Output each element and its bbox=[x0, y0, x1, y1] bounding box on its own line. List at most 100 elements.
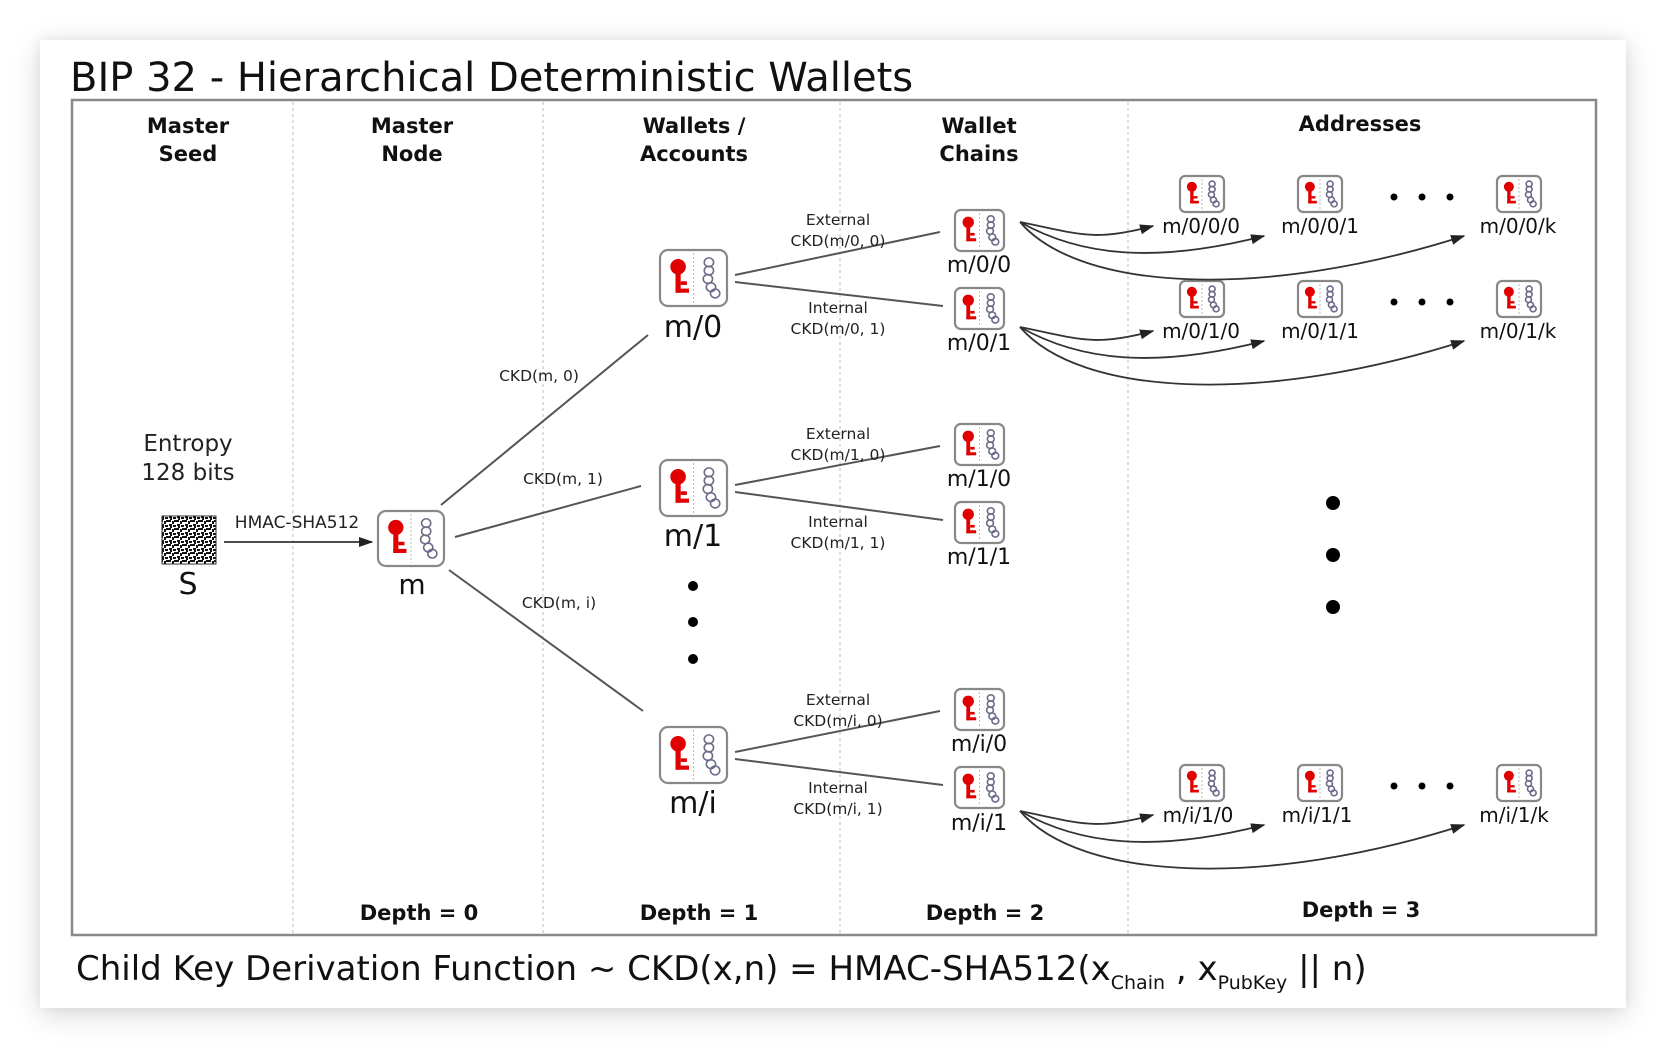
chain-icon bbox=[985, 506, 1000, 538]
svg-text:CKD(m/i, 1): CKD(m/i, 1) bbox=[793, 800, 882, 818]
derivation-arrow-m/i/1/0 bbox=[1019, 810, 1155, 825]
address-node-m/0/0/1 bbox=[1296, 174, 1344, 214]
column-header-addresses: Addresses bbox=[1299, 112, 1422, 136]
ellipsis-dot bbox=[1390, 193, 1398, 201]
derivation-arrow-m/i/1/k bbox=[1019, 810, 1466, 870]
key-icon bbox=[1304, 181, 1317, 204]
column-header-master-node: Master Node bbox=[371, 114, 454, 166]
edge-label-internal-mi: Internal CKD(m/i, 1) bbox=[793, 779, 882, 818]
svg-text:Accounts: Accounts bbox=[640, 142, 748, 166]
address-label: m/i/1/k bbox=[1479, 803, 1549, 827]
address-node-m/0/0/k bbox=[1495, 174, 1543, 214]
master-node-key bbox=[376, 509, 446, 568]
ellipsis-dot bbox=[1418, 298, 1426, 306]
svg-text:Master: Master bbox=[371, 114, 454, 138]
derivation-arrow-m/0/1/k bbox=[1019, 326, 1466, 386]
diagram-card bbox=[40, 40, 1626, 1008]
key-icon bbox=[670, 259, 689, 293]
chain-node-m/0/1 bbox=[953, 286, 1006, 331]
derivation-arrow-m/0/1/1 bbox=[1019, 326, 1266, 359]
ellipsis-dot bbox=[1446, 298, 1454, 306]
ellipsis-dot bbox=[1326, 496, 1340, 510]
depth-label-1: Depth = 1 bbox=[640, 901, 759, 925]
svg-text:External: External bbox=[806, 691, 870, 709]
edge-label-internal-m0: Internal CKD(m/0, 1) bbox=[791, 299, 886, 338]
chain-icon bbox=[702, 257, 721, 299]
key-icon bbox=[670, 469, 689, 503]
depth-label-3: Depth = 3 bbox=[1302, 898, 1421, 922]
chain-icon bbox=[702, 467, 721, 509]
chain-node-m/1/0 bbox=[953, 422, 1006, 467]
edge-label-ckd-m-0: CKD(m, 0) bbox=[499, 367, 579, 385]
account-label-mi: m/i bbox=[669, 786, 717, 821]
ellipsis-dot bbox=[1390, 782, 1398, 790]
key-icon bbox=[962, 294, 977, 320]
ellipsis-dot bbox=[688, 617, 698, 627]
account-label-m1: m/1 bbox=[664, 519, 722, 554]
key-icon bbox=[1186, 181, 1199, 204]
address-node-m/i/1/0 bbox=[1178, 763, 1226, 803]
key-icon bbox=[962, 508, 977, 534]
svg-text:Wallets /: Wallets / bbox=[643, 114, 746, 138]
address-label: m/i/1/1 bbox=[1282, 803, 1353, 827]
diagram-frame bbox=[70, 98, 1598, 937]
ellipsis-dot bbox=[1446, 193, 1454, 201]
svg-text:External: External bbox=[806, 425, 870, 443]
svg-text:Wallet: Wallet bbox=[941, 114, 1016, 138]
svg-text:Internal: Internal bbox=[808, 779, 868, 797]
key-icon bbox=[1304, 770, 1317, 793]
chain-icon bbox=[419, 517, 438, 559]
edge-internal bbox=[734, 491, 944, 521]
address-node-m/i/1/1 bbox=[1296, 763, 1344, 803]
account-node-m/1 bbox=[658, 458, 729, 518]
entropy-label: Entropy bbox=[143, 431, 232, 457]
derivation-arrow-m/0/1/0 bbox=[1019, 326, 1155, 341]
address-label: m/0/1/k bbox=[1480, 319, 1557, 343]
address-label: m/0/0/k bbox=[1480, 214, 1557, 238]
key-icon bbox=[1503, 181, 1516, 204]
chain-label: m/i/0 bbox=[951, 732, 1007, 757]
address-node-m/i/1/k bbox=[1495, 763, 1543, 803]
chain-icon bbox=[1524, 180, 1537, 208]
svg-text:Internal: Internal bbox=[808, 299, 868, 317]
chain-icon bbox=[1325, 180, 1338, 208]
entropy-bits-label: 128 bits bbox=[141, 460, 234, 486]
edge-internal bbox=[734, 281, 944, 307]
svg-text:CKD(m/1, 1): CKD(m/1, 1) bbox=[791, 534, 886, 552]
address-label: m/0/1/1 bbox=[1281, 319, 1359, 343]
address-node-m/0/1/1 bbox=[1296, 279, 1344, 319]
edge-label-internal-m1: Internal CKD(m/1, 1) bbox=[791, 513, 886, 552]
address-label: m/0/1/0 bbox=[1162, 319, 1240, 343]
svg-text:Seed: Seed bbox=[159, 142, 218, 166]
master-node-label: m bbox=[398, 568, 425, 601]
address-label: m/0/0/1 bbox=[1281, 214, 1359, 238]
svg-text:Master: Master bbox=[147, 114, 230, 138]
depth-label-2: Depth = 2 bbox=[926, 901, 1045, 925]
derivation-arrow-m/0/0/1 bbox=[1019, 221, 1266, 254]
key-icon bbox=[1503, 770, 1516, 793]
chain-label: m/i/1 bbox=[951, 811, 1007, 836]
svg-text:CKD(m/0, 0): CKD(m/0, 0) bbox=[791, 232, 886, 250]
ellipsis-dot bbox=[688, 654, 698, 664]
key-icon bbox=[388, 519, 407, 553]
chain-label: m/0/0 bbox=[947, 253, 1011, 278]
address-label: m/i/1/0 bbox=[1163, 803, 1234, 827]
chain-icon bbox=[1207, 769, 1220, 797]
edge-internal bbox=[734, 758, 944, 786]
chain-node-m/i/1 bbox=[953, 765, 1006, 810]
chain-icon bbox=[1207, 180, 1220, 208]
column-header-master-seed: Master Seed bbox=[147, 114, 230, 166]
edge-label-external-mi: External CKD(m/i, 0) bbox=[793, 691, 882, 730]
edge-external bbox=[734, 445, 941, 486]
ellipsis-dot bbox=[1418, 782, 1426, 790]
chain-icon bbox=[702, 734, 721, 776]
key-icon bbox=[962, 773, 977, 799]
chain-icon bbox=[985, 693, 1000, 725]
column-header-chains: Wallet Chains bbox=[939, 114, 1018, 166]
derivation-arrow-m/0/0/0 bbox=[1019, 221, 1155, 236]
svg-text:CKD(m/1, 0): CKD(m/1, 0) bbox=[791, 446, 886, 464]
key-icon bbox=[962, 695, 977, 721]
seed-noise-icon bbox=[161, 515, 217, 565]
account-node-m/0 bbox=[658, 248, 729, 308]
chain-icon bbox=[1325, 285, 1338, 313]
